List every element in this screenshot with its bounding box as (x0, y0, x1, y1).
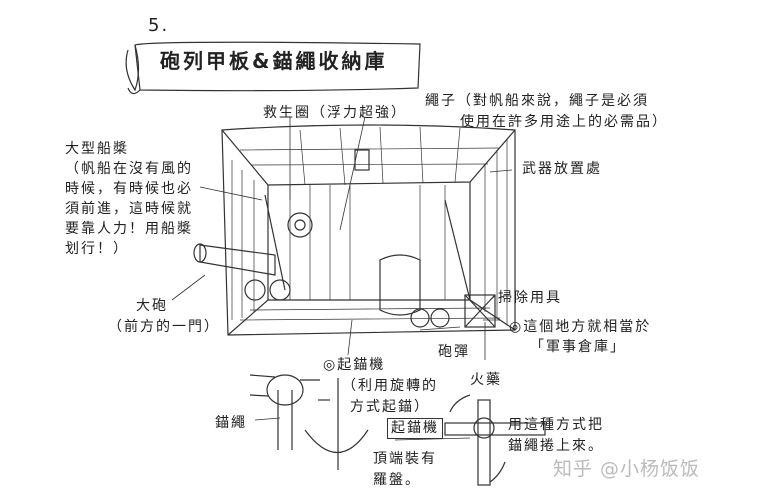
label-weapons: 武器放置處 (522, 161, 602, 177)
label-capstan-desc-2: 方式起錨） (350, 399, 430, 415)
label-cannonball: 砲彈 (438, 344, 470, 360)
gun-deck-room (193, 124, 516, 336)
title-scroll (125, 41, 421, 95)
label-oar-desc-5: 划行！） (65, 241, 129, 257)
label-note-2: 「軍事倉庫」 (530, 339, 626, 355)
label-oar-desc-2: 時候，有時候也必 (65, 181, 193, 197)
label-capstan-desc-1: （利用旋轉的 (342, 378, 438, 394)
label-capstan-box: 起錨機 (387, 418, 443, 439)
label-cannon-desc: （前方的一門） (108, 319, 220, 335)
label-oar-desc-1: （帆船在沒有風的 (65, 161, 193, 177)
label-gunpowder: 火藥 (470, 372, 502, 388)
label-method-1: 用這種方式把 (508, 417, 604, 433)
label-cleaning: 掃除用具 (498, 290, 562, 306)
label-compass-2: 羅盤。 (373, 472, 421, 488)
label-method-2: 錨繩捲上來。 (508, 438, 604, 454)
label-lifebuoy: 救生圈（浮力超強） (263, 105, 407, 121)
label-note-1: ◎這個地方就相當於 (509, 319, 652, 335)
label-oar-desc-4: 要靠人力！用船槳 (65, 221, 193, 237)
label-rope-1: 繩子（對帆船來說，繩子是必須 (425, 93, 649, 109)
label-oar-desc-3: 須前進，這時候就 (65, 201, 193, 217)
label-compass-1: 頂端裝有 (373, 451, 437, 467)
label-oar-title: 大型船槳 (65, 141, 129, 157)
leader-lines (171, 116, 513, 441)
label-anchor-rope: 錨繩 (215, 415, 247, 431)
label-capstan-title: ◎起錨機 (323, 357, 386, 373)
watermark: 知乎 @小杨饭饭 (553, 458, 701, 480)
page-title: 砲列甲板&錨繩收納庫 (160, 49, 388, 73)
label-rope-2: 使用在許多用途上的必需品） (460, 114, 668, 130)
label-cannon-title: 大砲 (136, 298, 168, 314)
section-number: 5. (148, 15, 170, 36)
anchor-illustration (249, 374, 369, 470)
capstan-illustration (444, 394, 546, 486)
